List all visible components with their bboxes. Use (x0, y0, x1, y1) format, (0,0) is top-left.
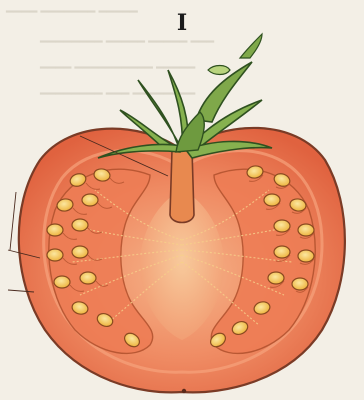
blossom-end (182, 389, 186, 393)
stem-cut (208, 66, 230, 75)
stem-tip (240, 34, 262, 58)
columella (170, 150, 194, 223)
